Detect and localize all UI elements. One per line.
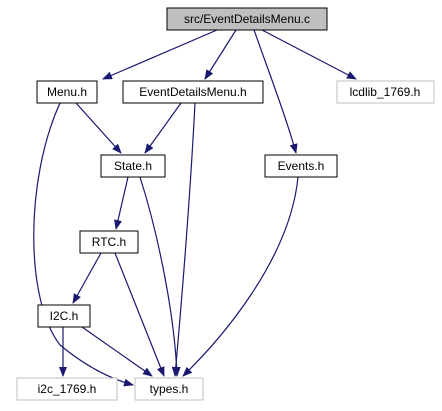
node-menu-label: Menu.h xyxy=(47,85,87,99)
edge-root-to-edm xyxy=(204,29,237,80)
edge-root-to-lcdlib xyxy=(261,29,357,80)
edge-menu-to-state xyxy=(75,102,122,154)
edge-root-to-menu xyxy=(102,29,218,80)
edge-root-to-events xyxy=(253,29,298,154)
node-state[interactable]: State.h xyxy=(100,154,166,178)
edge-i2c-to-types xyxy=(81,326,153,377)
edge-rtc-to-types xyxy=(114,252,165,377)
node-event-details-menu[interactable]: EventDetailsMenu.h xyxy=(122,80,264,104)
node-events-label: Events.h xyxy=(278,159,325,173)
file-nodes: src/EventDetailsMenu.c Menu.h EventDetai… xyxy=(16,7,435,401)
edge-edm-to-types xyxy=(171,102,196,377)
edge-events-to-types xyxy=(182,176,299,377)
node-event-details-menu-label: EventDetailsMenu.h xyxy=(139,85,246,99)
node-i2c-1769[interactable]: i2c_1769.h xyxy=(16,377,118,401)
node-events[interactable]: Events.h xyxy=(264,154,338,178)
node-root[interactable]: src/EventDetailsMenu.c xyxy=(166,7,328,31)
edge-state-to-rtc xyxy=(114,176,129,230)
node-lcdlib[interactable]: lcdlib_1769.h xyxy=(336,80,435,104)
node-menu[interactable]: Menu.h xyxy=(36,80,98,104)
node-state-label: State.h xyxy=(114,159,152,173)
node-rtc-label: RTC.h xyxy=(92,235,126,249)
node-types-label: types.h xyxy=(150,382,189,396)
node-i2c-label: I2C.h xyxy=(50,309,79,323)
edge-rtc-to-i2c xyxy=(72,252,102,304)
node-i2c[interactable]: I2C.h xyxy=(37,304,91,328)
node-lcdlib-label: lcdlib_1769.h xyxy=(350,85,421,99)
node-i2c-1769-label: i2c_1769.h xyxy=(38,382,97,396)
node-root-label: src/EventDetailsMenu.c xyxy=(184,12,310,26)
edge-edm-to-state xyxy=(144,102,182,154)
edge-state-to-types xyxy=(139,176,181,377)
node-rtc[interactable]: RTC.h xyxy=(79,230,139,254)
node-types[interactable]: types.h xyxy=(134,377,204,401)
